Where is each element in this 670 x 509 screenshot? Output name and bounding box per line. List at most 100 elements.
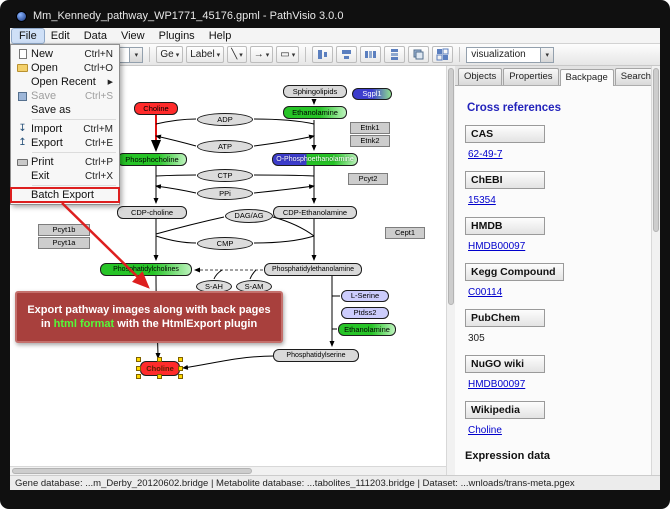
menu-item-label: Print <box>31 156 54 168</box>
distribute-horizontal-button[interactable] <box>360 46 382 63</box>
file-menu-export[interactable]: ↥ Export Ctrl+E <box>11 136 119 150</box>
file-menu-dropdown: New Ctrl+N Open Ctrl+O Open Recent ▶ Sav… <box>10 44 120 205</box>
node-atp[interactable]: ATP <box>197 140 253 153</box>
file-menu-print[interactable]: Print Ctrl+P <box>11 155 119 169</box>
node-etnk1[interactable]: Etnk1 <box>350 122 390 134</box>
node-sphingolipids[interactable]: Sphingolipids <box>283 85 347 98</box>
scrollbar-thumb[interactable] <box>653 68 659 232</box>
menu-item-label: Exit <box>31 170 50 182</box>
xref-link-kegg[interactable]: C00114 <box>468 287 503 298</box>
canvas-horizontal-scrollbar[interactable] <box>10 466 446 475</box>
chevron-down-icon[interactable]: ▾ <box>129 47 143 62</box>
node-pcyt1b[interactable]: Pcyt1b <box>38 224 90 236</box>
menu-separator <box>32 185 116 186</box>
node-pcyt1a[interactable]: Pcyt1a <box>38 237 90 249</box>
menu-help[interactable]: Help <box>208 29 232 42</box>
xref-section-chebi: ChEBI <box>465 171 545 189</box>
selection-handle[interactable] <box>136 374 141 379</box>
title-bar: Mm_Kennedy_pathway_WP1771_45176.gpml - P… <box>16 7 654 25</box>
label-tool-button[interactable]: Label▾ <box>186 46 225 63</box>
xref-link-hmdb[interactable]: HMDB00097 <box>468 241 526 252</box>
menu-view[interactable]: View <box>120 29 145 42</box>
file-menu-batch-export[interactable]: Batch Export <box>10 187 120 203</box>
chevron-down-icon[interactable]: ▾ <box>540 47 554 62</box>
distribute-vertical-button[interactable] <box>384 46 406 63</box>
node-choline-top[interactable]: Choline <box>134 102 178 115</box>
file-menu-open-recent[interactable]: Open Recent ▶ <box>11 75 119 89</box>
side-panel-tabs: Objects Properties Backpage Search Legen… <box>455 66 660 86</box>
selection-handle[interactable] <box>178 357 183 362</box>
node-cdp-choline[interactable]: CDP-choline <box>117 206 187 219</box>
file-menu-save-as[interactable]: Save as <box>11 103 119 117</box>
node-dag[interactable]: DAG/AG <box>225 209 273 223</box>
align-vertical-button[interactable] <box>336 46 358 63</box>
xref-link-cas[interactable]: 62-49-7 <box>468 149 503 160</box>
scrollbar-thumb[interactable] <box>448 68 454 306</box>
xref-section-kegg: Kegg Compound <box>465 263 564 281</box>
file-menu-exit[interactable]: Exit Ctrl+X <box>11 169 119 183</box>
xref-link-wikipedia[interactable]: Choline <box>468 425 502 436</box>
node-ethanolamine-right[interactable]: Ethanolamine <box>338 323 396 336</box>
node-ptdss2[interactable]: Ptdss2 <box>341 307 389 319</box>
node-phosphatidylserine[interactable]: Phosphatidylserine <box>273 349 359 362</box>
xref-link-chebi[interactable]: 15354 <box>468 195 496 206</box>
menu-file[interactable]: File <box>11 28 45 44</box>
gene-tool-label: Ge <box>160 49 174 60</box>
node-cept1[interactable]: Cept1 <box>385 227 425 239</box>
node-phosphatidylcholines[interactable]: Phosphatidylcholines <box>100 263 192 276</box>
open-folder-icon <box>17 64 28 72</box>
node-ppi[interactable]: PPi <box>197 187 253 200</box>
node-phosphatidylethanolamine[interactable]: Phosphatidylethanolamine <box>264 263 362 276</box>
selection-handle[interactable] <box>136 357 141 362</box>
menu-item-label: Export <box>31 137 63 149</box>
file-menu-new[interactable]: New Ctrl+N <box>11 47 119 61</box>
tab-backpage[interactable]: Backpage <box>559 69 614 86</box>
menu-item-label: Save as <box>31 104 71 116</box>
menu-separator <box>32 152 116 153</box>
canvas-vertical-scrollbar[interactable] <box>446 66 455 475</box>
group-button[interactable] <box>432 46 454 63</box>
scrollbar-thumb[interactable] <box>12 468 252 474</box>
connector-tool-button[interactable]: →▾ <box>249 46 274 63</box>
line-tool-button[interactable]: ╲▾ <box>227 46 247 63</box>
menu-item-label: Batch Export <box>31 189 94 201</box>
node-etnk2[interactable]: Etnk2 <box>350 135 390 147</box>
file-menu-open[interactable]: Open Ctrl+O <box>11 61 119 75</box>
visualization-value: visualization <box>471 49 526 60</box>
menu-item-label: Save <box>31 90 57 102</box>
node-cdp-ethanolamine[interactable]: CDP-Ethanolamine <box>273 206 357 219</box>
xref-section-cas: CAS <box>465 125 545 143</box>
gene-node-tool-button[interactable]: Ge▾ <box>156 46 184 63</box>
file-menu-import[interactable]: ↧ Import Ctrl+M <box>11 122 119 136</box>
window-title: Mm_Kennedy_pathway_WP1771_45176.gpml - P… <box>33 10 344 22</box>
node-ctp[interactable]: CTP <box>197 169 253 182</box>
align-horizontal-button[interactable] <box>312 46 334 63</box>
selection-handle[interactable] <box>178 366 183 371</box>
tab-properties[interactable]: Properties <box>503 68 559 85</box>
stack-button[interactable] <box>408 46 430 63</box>
distribute-horizontal-icon <box>365 51 377 58</box>
shape-tool-button[interactable]: ▭▾ <box>276 46 300 63</box>
xref-link-nugo[interactable]: HMDB00097 <box>468 379 526 390</box>
visualization-combobox[interactable]: visualization ▾ <box>466 46 555 63</box>
menu-item-shortcut: Ctrl+S <box>84 90 113 102</box>
node-ethanolamine-top[interactable]: Ethanolamine <box>283 106 347 119</box>
node-phosphocholine[interactable]: Phosphocholine <box>117 153 187 166</box>
node-o-phosphoethanolamine[interactable]: O-Phosphoethanolamine <box>272 153 358 166</box>
file-menu-save[interactable]: Save Ctrl+S <box>11 89 119 103</box>
selection-handle[interactable] <box>157 357 162 362</box>
menu-edit[interactable]: Edit <box>50 29 70 42</box>
menu-plugins[interactable]: Plugins <box>158 29 195 42</box>
node-l-serine[interactable]: L-Serine <box>341 290 389 302</box>
node-adp[interactable]: ADP <box>197 113 253 126</box>
menu-data[interactable]: Data <box>83 29 107 42</box>
panel-vertical-scrollbar[interactable] <box>651 66 660 475</box>
node-sgpl1[interactable]: Sgpl1 <box>352 88 392 100</box>
tab-objects[interactable]: Objects <box>458 68 503 85</box>
selection-handle[interactable] <box>178 374 183 379</box>
selection-handle[interactable] <box>136 366 141 371</box>
side-panel: Objects Properties Backpage Search Legen… <box>455 66 660 475</box>
node-pcyt2[interactable]: Pcyt2 <box>348 173 388 185</box>
selection-handle[interactable] <box>157 374 162 379</box>
node-cmp[interactable]: CMP <box>197 237 253 250</box>
